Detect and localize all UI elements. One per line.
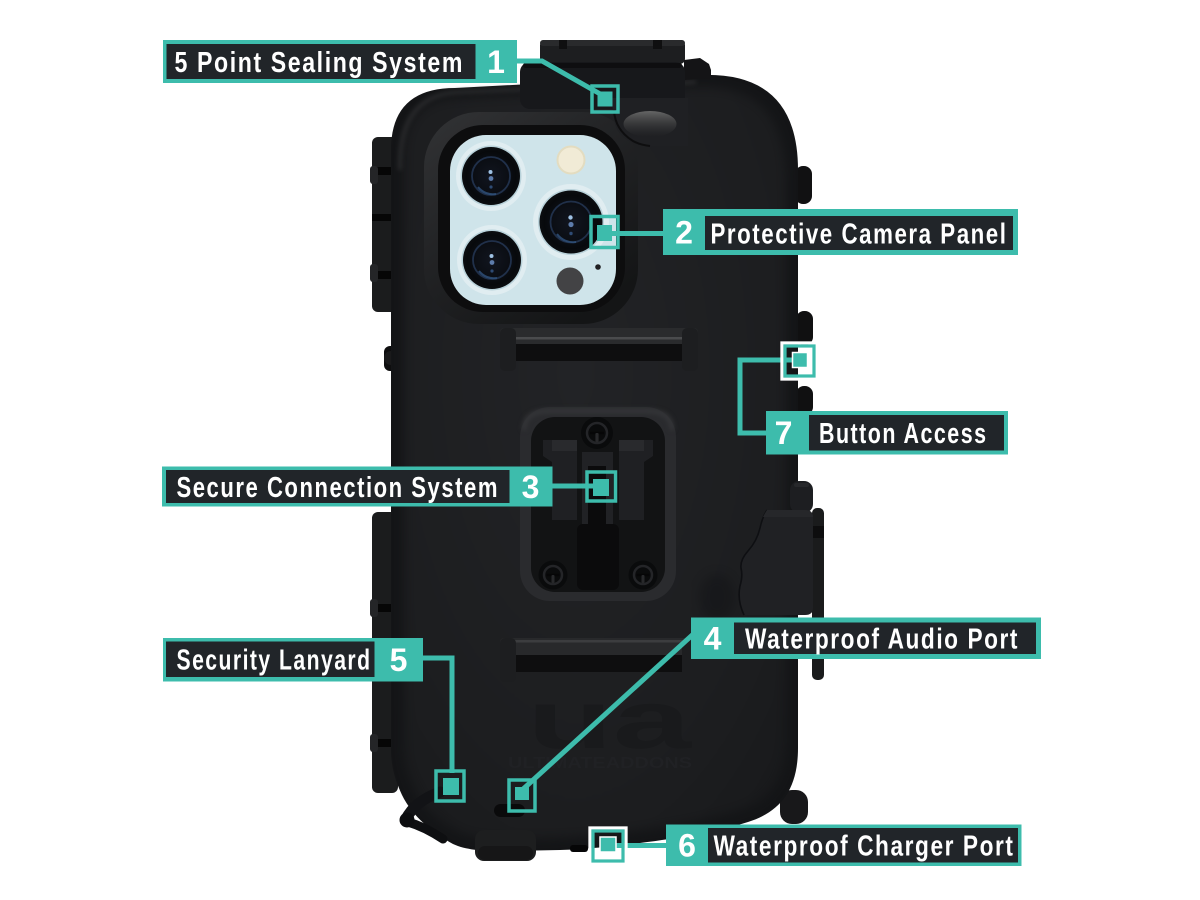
svg-text:Button Access: Button Access	[819, 418, 988, 450]
svg-text:Protective Camera Panel: Protective Camera Panel	[711, 219, 1008, 251]
svg-text:1: 1	[487, 44, 505, 80]
svg-text:4: 4	[704, 621, 722, 657]
svg-text:6: 6	[678, 828, 696, 864]
svg-text:ua: ua	[527, 675, 693, 766]
svg-text:ULTIMATEADDONS: ULTIMATEADDONS	[508, 755, 692, 772]
svg-text:Security Lanyard: Security Lanyard	[177, 645, 372, 677]
svg-text:Secure Connection System: Secure Connection System	[177, 472, 500, 504]
svg-text:Waterproof Charger Port: Waterproof Charger Port	[714, 831, 1015, 863]
svg-text:3: 3	[522, 469, 540, 505]
svg-text:7: 7	[775, 415, 793, 451]
svg-text:Waterproof Audio Port: Waterproof Audio Port	[745, 624, 1019, 656]
svg-text:5 Point Sealing System: 5 Point Sealing System	[175, 47, 465, 79]
svg-text:2: 2	[675, 215, 693, 251]
svg-text:5: 5	[390, 642, 408, 678]
